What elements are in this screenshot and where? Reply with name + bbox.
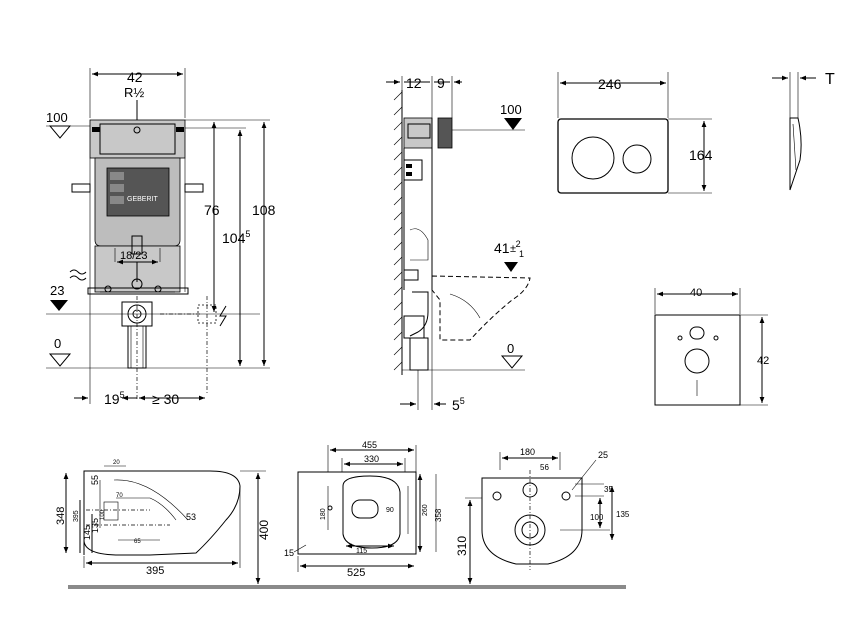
top-dim-115: 115 — [356, 548, 367, 555]
dim-18-23: 18/23 — [120, 250, 148, 262]
back-dim-310: 310 — [455, 536, 469, 556]
frame-side-view: 12 9 100 41 2 ± 1 0 — [386, 75, 531, 413]
bowl-top-view: 455 330 180 90 260 358 115 15 525 — [284, 440, 443, 579]
top-dim-15: 15 — [284, 548, 294, 558]
side-dim-41: 41 2 — [494, 239, 521, 256]
bowl-dim-100: 100 — [100, 509, 106, 520]
top-dim-260: 260 — [422, 504, 429, 516]
side-level-0: 0 — [507, 341, 514, 356]
top-dim-525: 525 — [347, 567, 365, 579]
bowl-dim-70: 70 — [116, 493, 123, 499]
level-100-label: 100 — [46, 110, 68, 125]
side-dim-41-plus: 2 — [516, 239, 521, 249]
dim-108: 108 — [252, 202, 276, 218]
plate-thickness: T — [825, 71, 835, 88]
top-dim-358: 358 — [434, 508, 443, 522]
flush-plate: 246 164 — [557, 72, 713, 194]
top-dim-330: 330 — [364, 454, 379, 464]
dim-width-top: 42 — [127, 69, 143, 85]
bowl-dim-65: 65 — [134, 539, 141, 545]
dim-104-5-value: 104 — [222, 230, 246, 246]
dim-12: 12 — [406, 75, 422, 91]
side-dim-5-5-value: 5 — [452, 397, 460, 413]
sound-insulation-mat: 40 42 — [654, 287, 769, 406]
side-dim-5-5-sup: 5 — [460, 396, 465, 406]
bowl-dim-400: 400 — [257, 520, 271, 540]
bowl-back-view: 180 56 25 35 100 135 310 — [455, 447, 630, 584]
back-dim-180: 180 — [520, 447, 535, 457]
bowl-dim-145: 145 — [82, 525, 92, 540]
flush-plate-profile: T — [772, 71, 835, 191]
thread-label: R½ — [124, 85, 144, 100]
back-dim-100: 100 — [590, 513, 604, 522]
dim-104-5: 1045 — [222, 229, 250, 246]
bowl-dim-55: 55 — [90, 475, 100, 485]
level-23-label: 23 — [50, 283, 64, 298]
floor-line — [68, 585, 626, 589]
side-level-100: 100 — [500, 102, 522, 117]
plate-width: 246 — [598, 76, 622, 92]
side-dim-41-minus: 1 — [519, 249, 524, 259]
top-dim-180: 180 — [320, 508, 327, 520]
svg-text:GEBERIT: GEBERIT — [127, 196, 158, 203]
back-dim-135: 135 — [616, 510, 630, 519]
bowl-dim-395-inner: 395 — [73, 510, 80, 522]
dim-19-5-sup: 5 — [120, 390, 125, 400]
bowl-dim-53: 53 — [186, 512, 196, 522]
back-dim-35: 35 — [604, 485, 613, 494]
bowl-dim-135: 135 — [90, 518, 100, 533]
side-dim-5-5: 55 — [452, 396, 465, 413]
level-0-label: 0 — [54, 336, 61, 351]
bowl-side-view: 348 395 145 55 135 100 20 70 53 65 395 4… — [55, 460, 271, 584]
frame-front-view: 42 R½ 100 GEBERIT — [46, 68, 276, 407]
back-dim-56: 56 — [540, 463, 549, 472]
dim-19-5-value: 19 — [104, 391, 120, 407]
top-dim-455: 455 — [362, 440, 377, 450]
bowl-dim-20: 20 — [113, 460, 120, 466]
dim-9: 9 — [437, 75, 445, 91]
top-dim-90: 90 — [386, 507, 394, 514]
dim-19-5: 195 — [104, 390, 125, 407]
bowl-dim-395: 395 — [146, 565, 164, 577]
plate-height: 164 — [689, 147, 713, 163]
mat-width: 40 — [690, 287, 702, 299]
dim-ge-30: ≥ 30 — [152, 391, 179, 407]
mat-height: 42 — [757, 355, 769, 367]
dim-76: 76 — [204, 202, 220, 218]
bowl-dim-348: 348 — [55, 507, 67, 525]
side-dim-41-value: 41 — [494, 240, 510, 256]
svg-text:±: ± — [510, 243, 516, 255]
back-dim-25: 25 — [598, 450, 608, 460]
dim-104-5-sup: 5 — [245, 229, 250, 239]
